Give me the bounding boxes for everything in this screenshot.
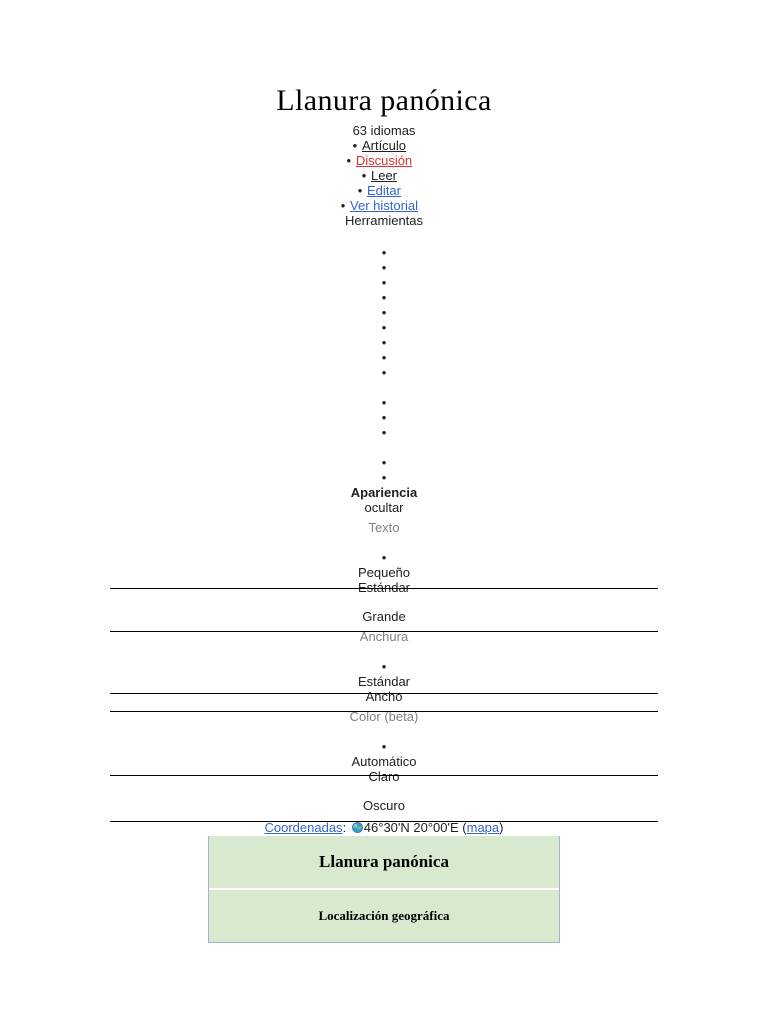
- list-item[interactable]: [0, 335, 768, 350]
- separator-rule: [110, 775, 658, 776]
- globe-icon: [351, 821, 363, 833]
- tab-ver-historial-link[interactable]: Ver historial: [350, 198, 418, 213]
- coordinates-open-paren: (: [458, 820, 467, 835]
- tab-leer-link[interactable]: Leer: [370, 168, 398, 183]
- tools-menu-group-other: [0, 455, 768, 485]
- coordinates-line: Coordenadas: 46°30'N 20°00'E (mapa): [0, 820, 768, 836]
- spacer: [0, 645, 768, 659]
- spacer: [0, 380, 768, 395]
- appearance-heading: Apariencia: [350, 485, 418, 500]
- appearance-group-label-width: Anchura: [359, 629, 409, 644]
- option-label-grande[interactable]: Grande: [362, 609, 406, 624]
- coordinates-value: 46°30'N 20°00'E: [363, 820, 459, 835]
- coordinates-separator: :: [342, 820, 350, 835]
- option-label-width-estandar[interactable]: Estándar: [357, 674, 411, 689]
- list-item[interactable]: [0, 260, 768, 275]
- namespace-tabs: Artículo Discusión: [0, 138, 768, 168]
- tab-leer[interactable]: Leer: [0, 168, 768, 183]
- option-label-text-estandar[interactable]: Estándar: [357, 580, 411, 595]
- coordinates-link[interactable]: Coordenadas: [264, 820, 343, 835]
- separator-rule: [110, 711, 658, 712]
- radio-width-estandar[interactable]: [0, 659, 768, 674]
- option-label-ancho[interactable]: Ancho: [365, 689, 403, 704]
- tab-articulo-link[interactable]: Artículo: [361, 138, 407, 153]
- tab-editar[interactable]: Editar: [0, 183, 768, 198]
- map-link[interactable]: mapa: [466, 820, 500, 835]
- list-item[interactable]: [0, 350, 768, 365]
- option-label-automatico[interactable]: Automático: [351, 754, 417, 769]
- infobox-section-header: Localización geográfica: [318, 908, 450, 923]
- view-tabs: Leer Editar Ver historial: [0, 168, 768, 213]
- appearance-group-label-text: Texto: [368, 520, 400, 535]
- list-item[interactable]: [0, 365, 768, 380]
- radio-text-pequeno[interactable]: [0, 550, 768, 565]
- list-item[interactable]: [0, 455, 768, 470]
- tab-discusion[interactable]: Discusión: [0, 153, 768, 168]
- coordinates-close-paren: ): [499, 820, 504, 835]
- separator-rule: [110, 631, 658, 632]
- list-item[interactable]: [0, 395, 768, 410]
- list-item[interactable]: [0, 245, 768, 260]
- list-item[interactable]: [0, 425, 768, 440]
- spacer: [0, 725, 768, 739]
- radio-color-automatico[interactable]: [0, 739, 768, 754]
- tools-heading[interactable]: Herramientas: [344, 213, 424, 228]
- infobox-title: Llanura panónica: [209, 836, 559, 890]
- list-item[interactable]: [0, 290, 768, 305]
- tab-discusion-link[interactable]: Discusión: [355, 153, 413, 168]
- list-item[interactable]: [0, 320, 768, 335]
- appearance-group-label-color: Color (beta): [349, 709, 419, 724]
- spacer: [0, 228, 768, 245]
- tools-menu-group-print: [0, 395, 768, 440]
- appearance-hide-toggle[interactable]: ocultar: [364, 500, 404, 515]
- infobox: Llanura panónica Localización geográfica: [208, 836, 560, 943]
- spacer: [0, 536, 768, 550]
- tab-ver-historial[interactable]: Ver historial: [0, 198, 768, 213]
- list-item[interactable]: [0, 410, 768, 425]
- tools-menu-group-general: [0, 245, 768, 380]
- list-item[interactable]: [0, 470, 768, 485]
- spacer: [0, 595, 768, 609]
- option-label-oscuro[interactable]: Oscuro: [363, 798, 405, 813]
- spacer: [0, 784, 768, 798]
- list-item[interactable]: [0, 305, 768, 320]
- language-count[interactable]: 63 idiomas: [352, 123, 416, 138]
- tab-articulo[interactable]: Artículo: [0, 138, 768, 153]
- separator-rule: [110, 693, 658, 694]
- spacer: [0, 440, 768, 455]
- option-label-claro[interactable]: Claro: [368, 769, 400, 784]
- tab-editar-link[interactable]: Editar: [367, 183, 401, 198]
- page-title: Llanura panónica: [276, 84, 492, 117]
- option-label-pequeno[interactable]: Pequeño: [357, 565, 411, 580]
- separator-rule: [110, 588, 658, 589]
- list-item[interactable]: [0, 275, 768, 290]
- separator-rule: [110, 821, 658, 822]
